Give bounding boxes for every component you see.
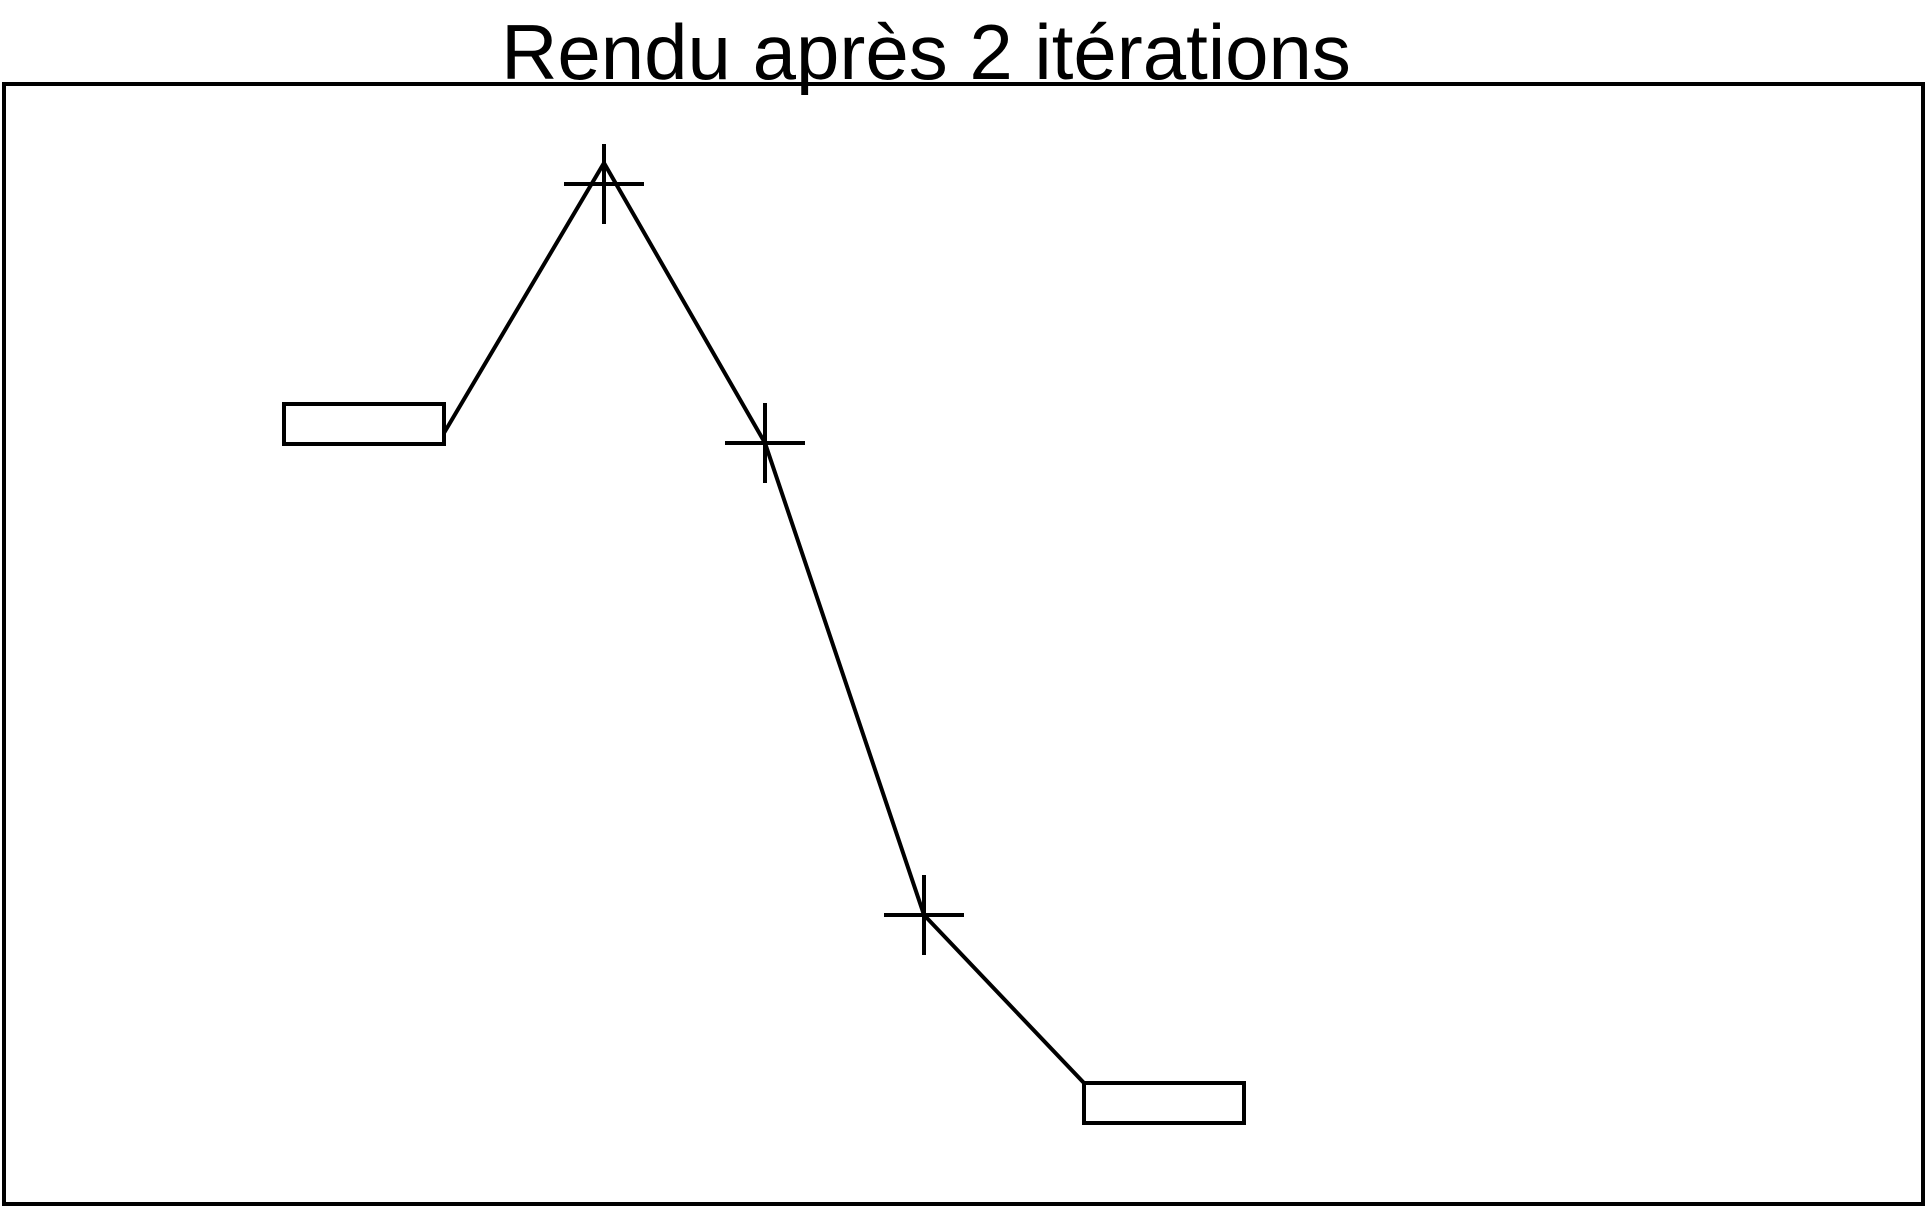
waypoint-cross-1	[564, 144, 644, 224]
waypoint-cross-3	[884, 875, 964, 955]
canvas-frame	[2, 82, 1925, 1206]
waypoint-cross-2	[725, 403, 805, 483]
start-node-box	[282, 402, 446, 446]
end-node-box	[1082, 1081, 1246, 1125]
diagram-title: Rendu après 2 itérations	[501, 8, 1351, 96]
connector-path	[442, 159, 1086, 1085]
